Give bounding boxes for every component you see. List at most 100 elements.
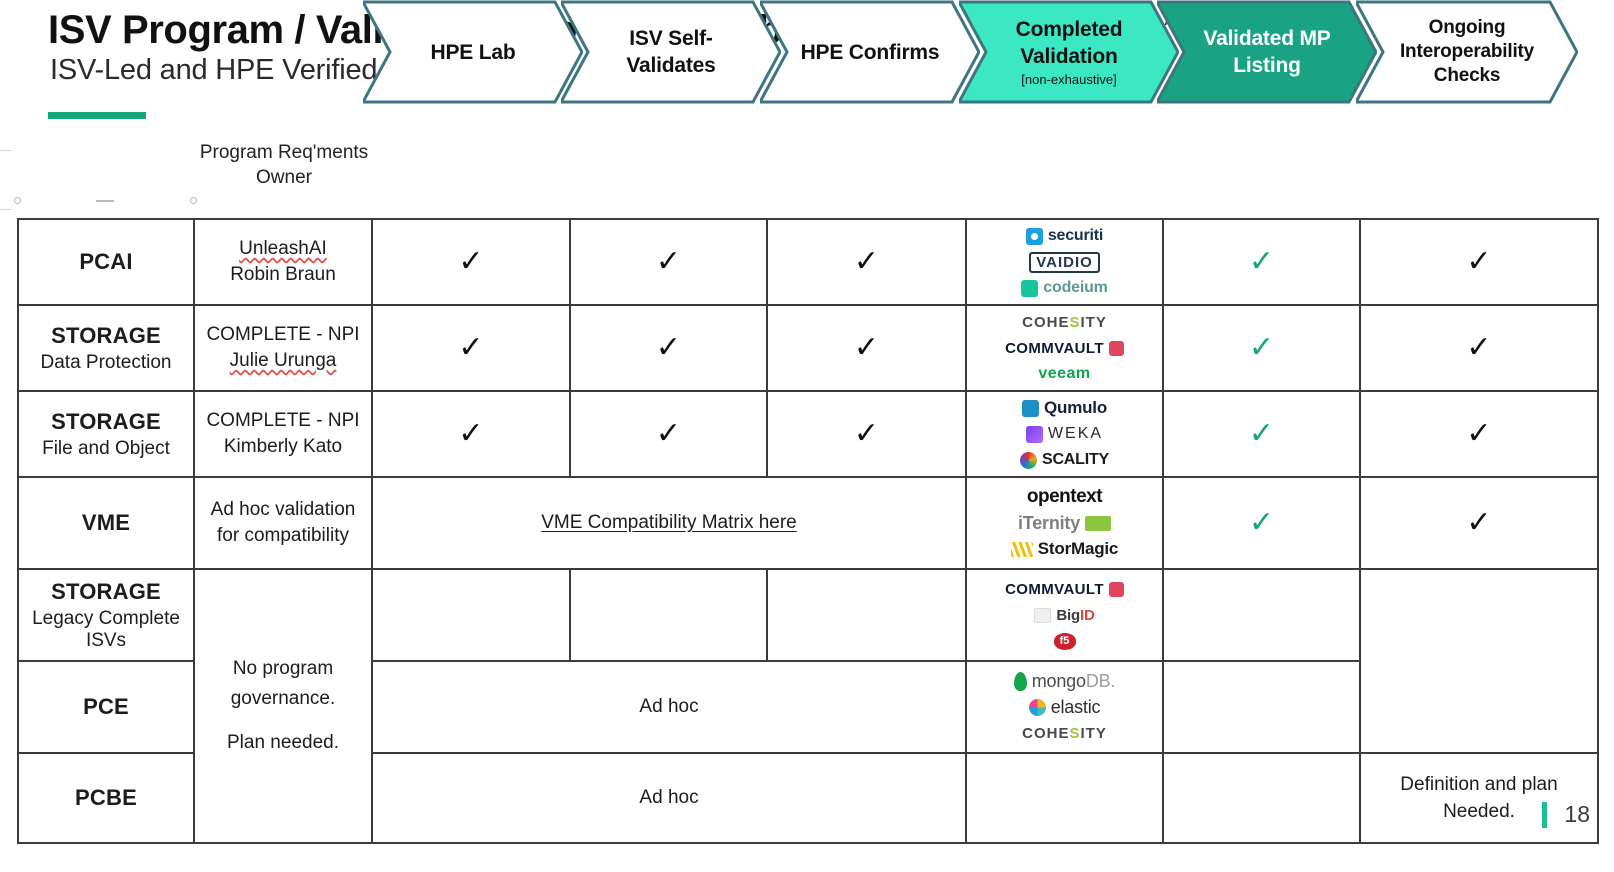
chevron-shape-2 (561, 0, 781, 104)
row-name-sub: Data Protection (40, 351, 172, 373)
ongoing-merged-line1: Definition and plan (1400, 774, 1558, 795)
chevron-step-validated-mp-listing[interactable]: Validated MP Listing (1157, 0, 1377, 104)
cell-hpe-confirms: ✓ (766, 390, 967, 478)
logo-label: elastic (1050, 696, 1101, 717)
check-icon: ✓ (853, 331, 880, 364)
cell-hpe-lab: ✓ (371, 218, 571, 306)
logo-stack: COMMVAULT BigID (971, 577, 1158, 654)
check-icon: ✓ (853, 417, 880, 450)
logo-label: codeium (1043, 279, 1108, 296)
cell-mp-listing: ✓ (1162, 390, 1361, 478)
chevron-shape-4 (959, 0, 1179, 104)
chevron-label-6c: Checks (1433, 65, 1501, 86)
logo-cohesity: COHESITY (1022, 724, 1107, 743)
banner-owner-label: Program Req'ments Owner (196, 113, 372, 217)
commvault-icon (1108, 581, 1124, 597)
owner-line2: for compatibility (217, 525, 349, 546)
check-icon-green: ✓ (1248, 331, 1275, 364)
logo-elastic: elastic (1028, 696, 1101, 717)
selection-handle-dash[interactable] (96, 200, 114, 202)
logo-commvault: COMMVAULT (1005, 339, 1124, 358)
selection-handle-left[interactable] (14, 197, 21, 204)
owner-line2: Robin Braun (230, 264, 336, 285)
cell-ongoing: ✓ (1359, 476, 1599, 570)
logo-stack: COHESITY COMMVAULT veeam (971, 310, 1158, 387)
logo-stack: mongoDB. elastic COHESITY (971, 669, 1158, 746)
chevron-step-isv-self[interactable]: ISV Self- Validates (561, 0, 781, 104)
page-number-block: 18 (1542, 801, 1590, 828)
logo-label: COMMVAULT (1005, 580, 1104, 598)
cell-hpe-confirms (766, 568, 967, 662)
logo-iternity: iTernity (1017, 512, 1112, 533)
cell-completed-validation: COHESITY COMMVAULT veeam (965, 304, 1164, 392)
chevron-shape-3 (760, 0, 980, 104)
chevron-label-5b: Listing (1233, 54, 1301, 77)
cell-isv-self: ✓ (569, 390, 768, 478)
cell-completed-validation: opentext iTernity StorMagic (965, 476, 1164, 570)
weka-icon (1025, 425, 1043, 443)
adhoc-label: Ad hoc (639, 696, 699, 717)
row-owner-cell: Ad hoc validation for compatibility (193, 476, 373, 570)
check-icon-green: ✓ (1248, 417, 1275, 450)
cell-hpe-lab: ✓ (371, 390, 571, 478)
owner-merged-line3: Plan needed. (227, 732, 339, 753)
scality-icon (1019, 451, 1037, 469)
chevron-shape-6 (1356, 0, 1578, 104)
owner-merged-line1: No program (232, 658, 334, 679)
logo-qumulo: Qumulo (1021, 398, 1107, 418)
row-name-sub-line2: ISVs (85, 629, 127, 651)
cell-completed-validation: Qumulo WEKA SCALITY (965, 390, 1164, 478)
logo-stack: securiti VAIDIO codeium (971, 224, 1158, 301)
logo-label: mongoDB. (1031, 670, 1116, 691)
owner-line1: Ad hoc validation (210, 499, 356, 520)
check-icon: ✓ (458, 245, 484, 278)
logo-opentext: opentext (1027, 486, 1103, 507)
chevron-step-hpe-lab[interactable]: HPE Lab (363, 0, 583, 104)
logo-label: securiti (1047, 227, 1104, 244)
row-name: PCE (83, 694, 129, 719)
check-icon: ✓ (458, 331, 484, 364)
row-name-cell: STORAGE Legacy Complete ISVs (17, 568, 195, 662)
owner-line2: Julie Urunga (229, 350, 337, 371)
logo-label: StorMagic (1037, 539, 1119, 558)
cell-completed-validation (965, 752, 1164, 844)
cell-completed-validation: securiti VAIDIO codeium (965, 218, 1164, 306)
logo-label: BigID (1056, 606, 1095, 624)
cell-completed-validation: mongoDB. elastic COHESITY (965, 660, 1164, 754)
owner-line1: COMPLETE - NPI (206, 410, 360, 431)
table-row: STORAGE File and Object COMPLETE - NPI K… (17, 390, 1599, 478)
chevron-step-completed-validation[interactable]: Completed Validation [non-exhaustive] (959, 0, 1179, 104)
chevron-label-6b: Interoperability (1399, 41, 1535, 62)
logo-stack: opentext iTernity StorMagic (971, 485, 1158, 562)
chevron-label-4b: Validation (1020, 44, 1118, 68)
stormagic-icon (1010, 541, 1033, 557)
chevron-shape-1 (363, 0, 583, 104)
logo-label: COMMVAULT (1005, 339, 1104, 357)
row-name-cell: STORAGE File and Object (17, 390, 195, 478)
logo-veeam: veeam (1038, 365, 1090, 384)
owner-line2: Kimberly Kato (223, 436, 343, 457)
cell-hpe-lab (371, 568, 571, 662)
securiti-icon (1025, 227, 1043, 245)
owner-line1: UnleashAI (239, 238, 327, 259)
check-icon: ✓ (1466, 506, 1492, 539)
table-row: PCE Ad hoc mongoDB. elastic COHESITY (17, 660, 1598, 754)
logo-label: COHESITY (1022, 313, 1107, 331)
cell-hpe-confirms: ✓ (766, 218, 967, 306)
check-icon-green: ✓ (1248, 245, 1275, 278)
cell-mp-listing: ✓ (1162, 304, 1361, 392)
chevron-step-hpe-confirms[interactable]: HPE Confirms (760, 0, 980, 104)
row-name: PCBE (75, 785, 137, 810)
row-name-sub-line1: Legacy Complete (32, 607, 180, 629)
logo-bigid: BigID (1034, 606, 1095, 625)
selection-handle-right[interactable] (190, 197, 197, 204)
table-row: PCAI UnleashAI Robin Braun ✓ ✓ ✓ securit… (17, 218, 1599, 306)
check-icon: ✓ (655, 417, 682, 450)
table-row: STORAGE Legacy Complete ISVs No program … (17, 568, 1599, 844)
vme-compatibility-matrix-link[interactable]: VME Compatibility Matrix here (541, 512, 797, 533)
logo-label: iTernity (1017, 512, 1081, 533)
chevron-step-ongoing-interop[interactable]: Ongoing Interoperability Checks (1356, 0, 1578, 104)
chevron-label-5a: Validated MP (1203, 27, 1331, 50)
cell-vme-matrix-link[interactable]: VME Compatibility Matrix here (371, 476, 967, 570)
f5-icon (1053, 632, 1076, 650)
